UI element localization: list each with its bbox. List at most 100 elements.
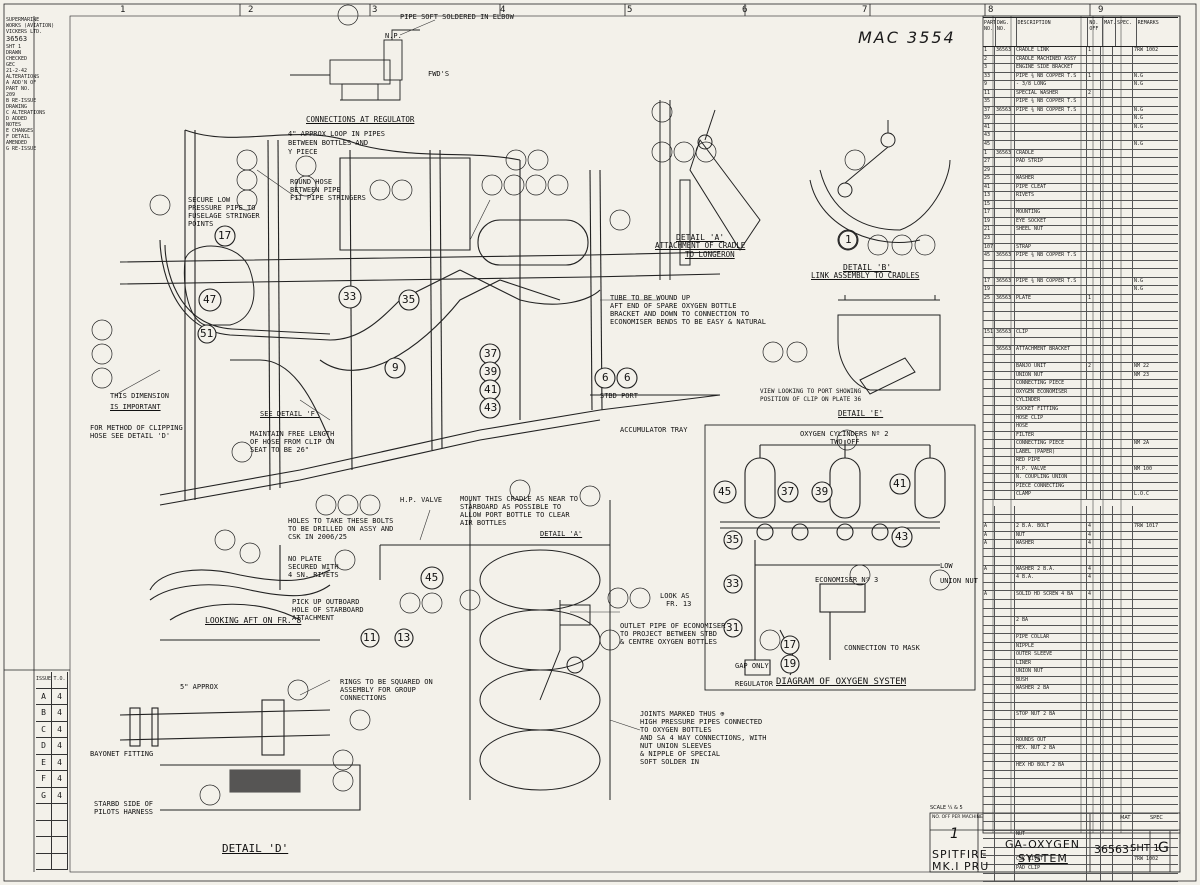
cell-dwg-no — [995, 286, 1015, 294]
cell-dwg-no — [995, 337, 1015, 346]
cell-spec — [1113, 448, 1133, 457]
cell-mat — [1101, 711, 1113, 719]
parts-list-row — [983, 505, 1178, 515]
cell-part-no — [983, 728, 995, 736]
cell-dwg-no — [995, 260, 1015, 269]
cell-mat — [1101, 779, 1113, 788]
cell-description: - 3/8 LONG — [1015, 81, 1087, 89]
cell-description: PIPE ⅜ NB COPPER T.S — [1015, 98, 1087, 106]
cell-remarks — [1133, 432, 1174, 440]
parts-list-row — [983, 805, 1178, 814]
note: PICK UP OUTBOARD — [292, 598, 360, 606]
issue-to: 4 — [52, 738, 68, 754]
cell-no-off: 4 — [1087, 540, 1101, 548]
cell-spec — [1113, 702, 1133, 711]
cell-dwg-no — [995, 779, 1015, 788]
cell-part-no — [983, 719, 995, 728]
cell-part-no — [983, 873, 995, 882]
cell-description: PIPE CLEAT — [1015, 183, 1087, 192]
cell-remarks — [1133, 540, 1174, 548]
parts-list-row: CONNECTING PIECE — [983, 380, 1178, 389]
cell-mat — [1101, 856, 1113, 864]
cell-mat — [1101, 337, 1113, 346]
cell-description — [1015, 557, 1087, 565]
cell-mat — [1101, 448, 1113, 457]
note: & CENTRE OXYGEN BOTTLES — [620, 638, 717, 646]
note: BRACKET AND DOWN TO CONNECTION TO — [610, 310, 750, 318]
cell-remarks — [1133, 720, 1174, 728]
cell-no-off — [1087, 457, 1101, 465]
parts-list-row — [983, 822, 1178, 831]
cell-no-off — [1087, 625, 1101, 634]
cell-remarks: N.G — [1134, 81, 1144, 88]
cell-mat — [1101, 839, 1113, 847]
note: CSK IN 2006/25 — [288, 533, 348, 541]
cell-spec — [1113, 762, 1133, 770]
cell-no-off — [1087, 235, 1101, 243]
cell-part-no: A — [983, 531, 995, 540]
cell-dwg-no — [995, 423, 1015, 431]
cell-part-no: 13 — [983, 192, 995, 200]
cell-remarks — [1133, 805, 1174, 813]
cell-no-off: 4 — [1087, 574, 1101, 582]
cell-mat — [1101, 694, 1113, 702]
cell-mat — [1101, 388, 1113, 397]
note: FWD'S — [428, 70, 450, 78]
cell-remarks — [1133, 737, 1174, 745]
parts-list-row — [983, 753, 1178, 763]
cell-remarks — [1133, 685, 1174, 693]
note: SECURE LOW — [188, 196, 231, 204]
strip-line: ALTERATIONS — [6, 74, 40, 80]
cell-part-no — [983, 363, 995, 371]
cell-mat — [1101, 736, 1113, 745]
cell-description — [1015, 320, 1087, 329]
cell-dwg-no — [995, 482, 1015, 491]
cell-part-no — [983, 548, 995, 557]
cell-description — [1015, 873, 1087, 882]
cell-part-no — [983, 642, 995, 651]
strip-line: PART NO. — [6, 86, 31, 92]
cell-dwg-no — [995, 762, 1015, 770]
cell-no-off — [1087, 491, 1101, 499]
cell-spec — [1113, 753, 1133, 762]
strip-line: A ADD'N OF — [6, 80, 37, 86]
cell-dwg-no: 36563 — [995, 106, 1015, 115]
cell-no-off — [1087, 600, 1101, 608]
parts-list-row — [983, 694, 1178, 703]
cell-spec — [1113, 505, 1133, 514]
cell-dwg-no: 36563 — [995, 294, 1015, 303]
cell-spec — [1113, 659, 1133, 668]
cell-spec — [1113, 531, 1133, 540]
cell-dwg-no — [995, 474, 1015, 482]
parts-list-row: 29 — [983, 166, 1178, 176]
note: PILOTS HARNESS — [94, 808, 154, 816]
balloon-number: 17 — [218, 229, 232, 242]
cell-part-no: 151 — [984, 329, 995, 337]
note: ECONOMISER Nº 3 — [815, 576, 879, 584]
cell-part-no — [983, 320, 995, 329]
cell-part-no: 41 — [983, 123, 995, 132]
cell-no-off — [1087, 864, 1101, 873]
cell-part-no — [983, 423, 995, 431]
cell-dwg-no — [995, 209, 1015, 217]
cell-no-off — [1087, 149, 1101, 158]
cell-no-off — [1087, 397, 1101, 405]
cell-part-no — [983, 465, 995, 474]
cell-no-off — [1087, 209, 1101, 217]
cell-mat — [1101, 608, 1113, 617]
cell-part-no: 19 — [983, 286, 995, 294]
cell-description — [1015, 779, 1087, 788]
cell-description — [1015, 123, 1087, 132]
cell-dwg-no — [995, 158, 1015, 166]
cell-dwg-no — [995, 728, 1015, 736]
view-title-detail-a: DETAIL 'A' — [676, 233, 725, 242]
cell-remarks — [1133, 506, 1174, 514]
cell-dwg-no — [995, 574, 1015, 582]
cell-no-off — [1087, 380, 1101, 388]
cell-description: PLATE — [1015, 294, 1087, 303]
cell-spec — [1113, 514, 1133, 523]
cell-description — [1015, 582, 1087, 591]
cell-spec — [1113, 642, 1133, 651]
cell-mat — [1101, 269, 1113, 277]
